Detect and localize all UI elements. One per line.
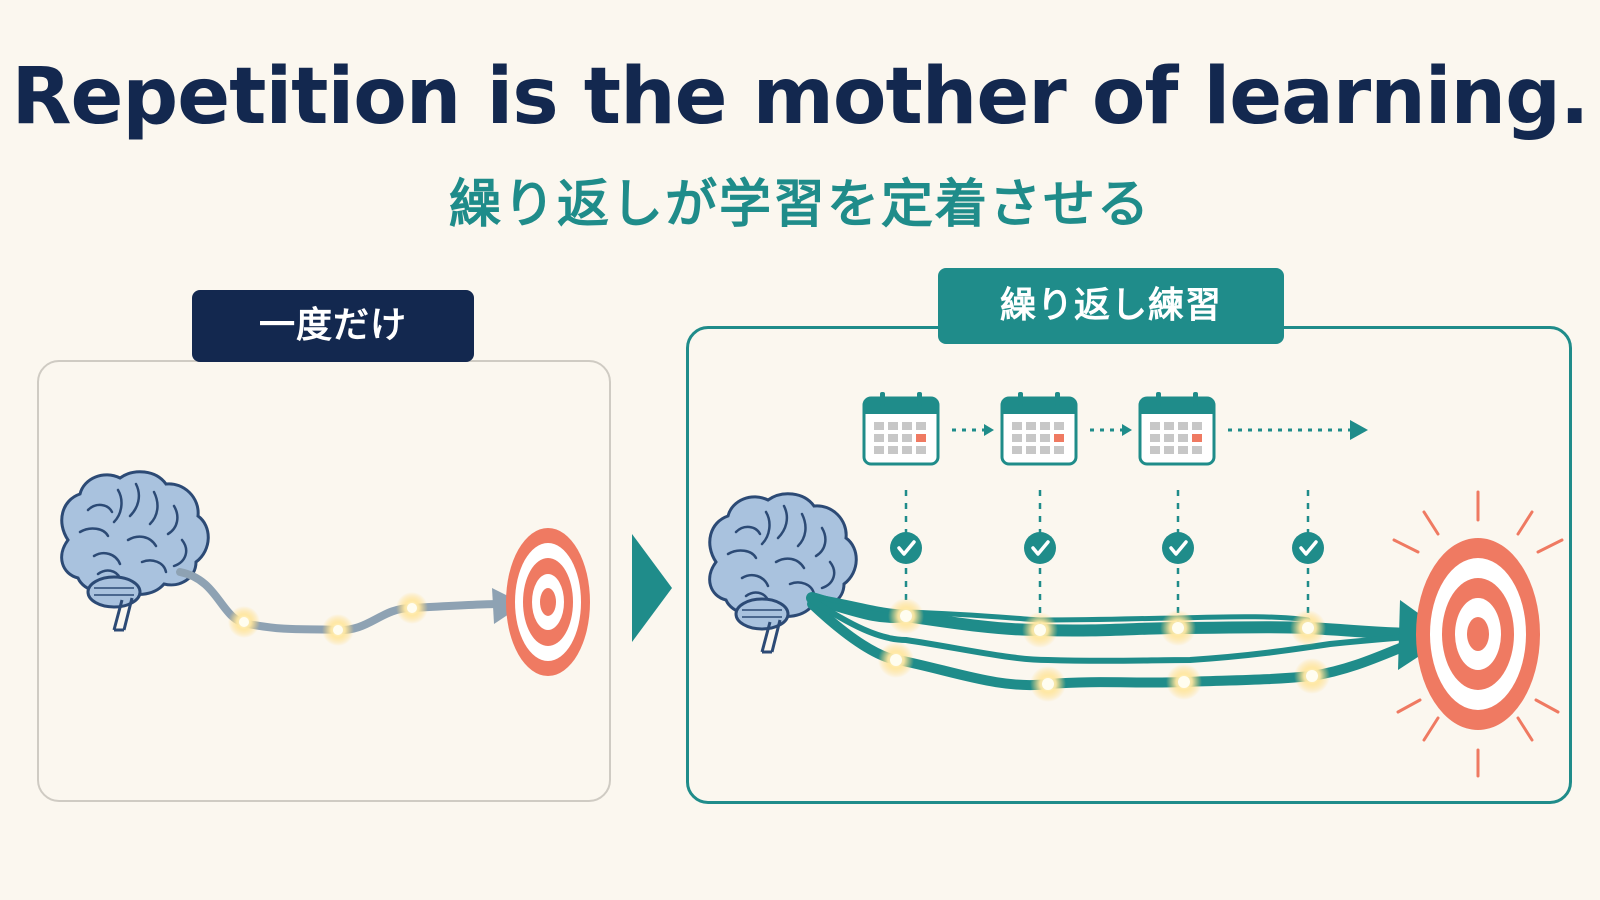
check-circle-icon <box>1290 530 1326 566</box>
repeat-nodes <box>878 598 1330 702</box>
timeline-arrow-icon <box>1350 420 1368 440</box>
calendar-icon <box>1138 390 1216 466</box>
calendar-icon <box>1000 390 1078 466</box>
repeat-label: 繰り返し練習 <box>938 268 1284 344</box>
checkpoints <box>888 530 1326 566</box>
check-circle-icon <box>1160 530 1196 566</box>
page-subtitle: 繰り返しが学習を定着させる <box>448 175 1151 235</box>
once-nodes <box>228 592 428 646</box>
once-label: 一度だけ <box>192 290 474 362</box>
check-circle-icon <box>1022 530 1058 566</box>
once-brain-icon <box>60 470 210 632</box>
repeat-target-icon <box>1392 490 1564 778</box>
calendar-icon <box>862 390 940 466</box>
transition-arrow-icon <box>632 534 672 642</box>
page-title: Repetition is the mother of learning. <box>11 52 1589 142</box>
check-circle-icon <box>888 530 924 566</box>
calendar-timeline <box>862 390 1368 466</box>
once-target-icon <box>506 528 590 676</box>
